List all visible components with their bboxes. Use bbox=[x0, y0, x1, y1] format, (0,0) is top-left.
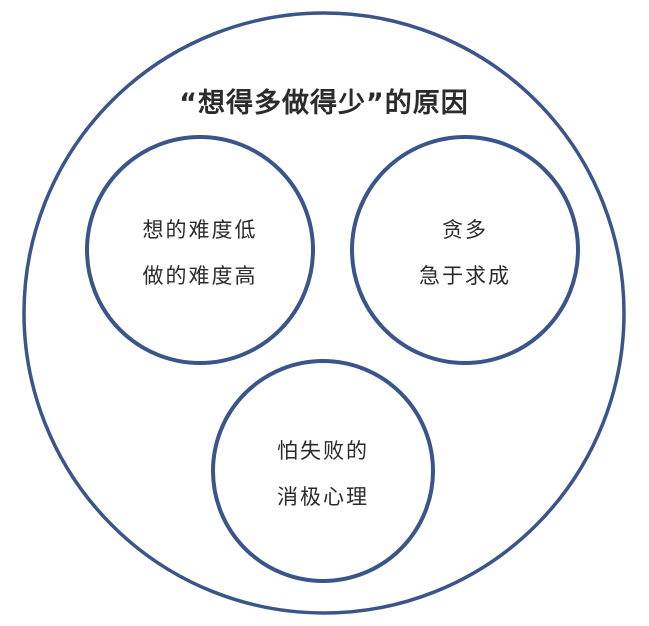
reason-circle-greed: 贪多 急于求成 bbox=[350, 135, 580, 365]
reason-circle-difficulty: 想的难度低 做的难度高 bbox=[85, 135, 315, 365]
reason-circle-3-line-1: 怕失败的 bbox=[277, 439, 369, 463]
reason-circle-1 bbox=[85, 135, 315, 365]
reason-circle-2-line-2: 急于求成 bbox=[419, 264, 511, 288]
reason-circle-3 bbox=[211, 359, 435, 583]
reason-circle-fear: 怕失败的 消极心理 bbox=[211, 359, 435, 583]
reason-circle-1-line-1: 想的难度低 bbox=[143, 218, 258, 242]
reason-circle-2-line-1: 贪多 bbox=[442, 218, 488, 242]
reason-circle-1-line-2: 做的难度高 bbox=[143, 264, 258, 288]
reason-circle-2 bbox=[350, 135, 580, 365]
diagram-title: “想得多做得少”的原因 bbox=[179, 87, 469, 119]
reason-circle-3-line-2: 消极心理 bbox=[277, 485, 369, 509]
